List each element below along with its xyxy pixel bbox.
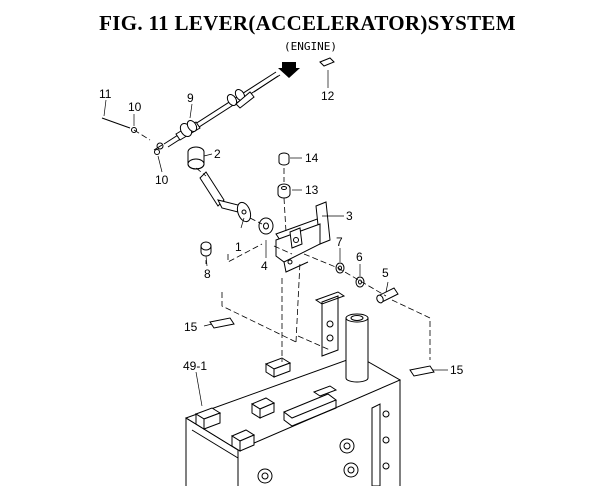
lock-nut-drawing — [277, 183, 291, 199]
callout-10-lower: 10 — [155, 173, 169, 187]
callout-7: 7 — [336, 235, 343, 249]
callout-9: 9 — [187, 91, 194, 105]
callout-1: 1 — [235, 240, 242, 254]
callout-13: 13 — [305, 183, 319, 197]
figure-subtitle: (ENGINE) — [284, 40, 337, 53]
spring-washer-drawing — [355, 276, 365, 288]
callout-11: 11 — [99, 87, 112, 101]
nut-drawing — [200, 241, 212, 257]
small-plate-drawing — [319, 57, 335, 67]
callout-8: 8 — [204, 267, 211, 281]
cable-end-drawing — [187, 146, 205, 170]
clip-drawing-2 — [154, 149, 160, 155]
callout-3: 3 — [346, 209, 353, 223]
engine-frame-drawing — [184, 291, 402, 486]
callout-4: 4 — [261, 259, 268, 273]
pin-drawing — [101, 117, 131, 129]
pad-drawing-left — [209, 317, 235, 329]
mounting-bracket-drawing — [275, 201, 331, 273]
callout-12: 12 — [321, 89, 335, 103]
lever-drawing — [199, 171, 252, 223]
callout-15-left: 15 — [184, 320, 198, 334]
callout-14: 14 — [305, 151, 319, 165]
callout-15-right: 15 — [450, 363, 464, 377]
callout-labels: 1 2 3 4 5 6 7 8 9 10 10 11 12 13 14 15 1… — [99, 87, 464, 377]
pad-drawing-right — [409, 365, 435, 377]
callout-10-upper: 10 — [128, 100, 142, 114]
hex-bolt-drawing — [376, 287, 399, 304]
leader-lines — [103, 70, 448, 407]
figure-title: FIG. 11 LEVER(ACCELERATOR)SYSTEM — [99, 11, 516, 35]
bolt-drawing — [278, 152, 290, 166]
callout-49-1: 49-1 — [183, 359, 207, 373]
accelerator-cable-drawing — [153, 62, 300, 151]
assembly-lines — [133, 129, 431, 362]
callout-5: 5 — [382, 266, 389, 280]
callout-6: 6 — [356, 250, 363, 264]
washer-drawing — [258, 217, 274, 235]
callout-2: 2 — [214, 147, 221, 161]
